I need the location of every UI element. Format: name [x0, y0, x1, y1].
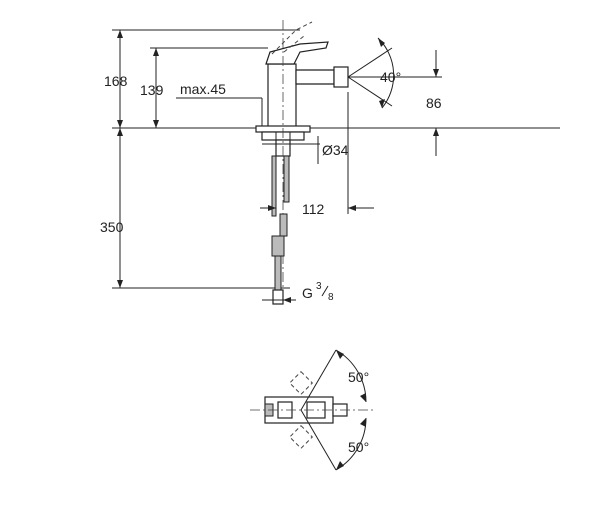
- lever-max-position-2: [283, 35, 305, 53]
- angle-arc: [377, 37, 395, 109]
- arrow: [336, 461, 344, 470]
- dim-86-label: 86: [426, 95, 442, 111]
- arrow: [378, 38, 385, 47]
- thread-num: 3: [316, 281, 322, 292]
- top-view: 50° 50°: [250, 349, 375, 471]
- thread-g: G: [302, 285, 313, 301]
- arrow: [283, 297, 291, 303]
- arrow: [360, 393, 366, 402]
- arrow: [379, 99, 385, 108]
- reach-label: 112: [302, 201, 325, 217]
- lever-pos-bottom: [288, 424, 314, 450]
- faucet-body: [267, 63, 297, 129]
- arrow: [117, 30, 123, 38]
- arrow: [348, 205, 356, 211]
- thread-den: 8: [328, 292, 334, 303]
- dim-350-label: 350: [100, 219, 124, 235]
- angle-50-top: 50°: [348, 369, 369, 385]
- hose-coupler: [271, 235, 285, 257]
- arrow: [336, 350, 344, 359]
- lever-pos-top: [288, 370, 314, 396]
- dia-label: Ø34: [322, 142, 349, 158]
- dim-139-label: 139: [140, 82, 164, 98]
- arrow: [433, 69, 439, 77]
- faucet-lever: [265, 41, 329, 65]
- dim-168-label: 168: [104, 73, 128, 89]
- arrow: [360, 418, 366, 427]
- arrow: [153, 48, 159, 56]
- angle-ray-up: [347, 47, 393, 78]
- max45-label: max.45: [180, 81, 226, 97]
- hose-fitting: [279, 213, 288, 237]
- side-view: 168 139 max.45 350: [100, 20, 560, 305]
- faucet-spout: [295, 69, 335, 85]
- arrow: [117, 120, 123, 128]
- arrow: [433, 128, 439, 136]
- supply-hose-right: [283, 155, 290, 203]
- arrow: [117, 280, 123, 288]
- thread-slash: [321, 285, 329, 297]
- angle-50-bottom: 50°: [348, 439, 369, 455]
- arrow: [153, 120, 159, 128]
- arrow: [268, 205, 276, 211]
- spout-nozzle: [333, 66, 349, 88]
- angle-ray-down: [347, 76, 393, 107]
- hose-end: [274, 255, 282, 291]
- supply-hose-left: [271, 155, 277, 217]
- ray-bottom: [300, 409, 337, 471]
- ray-top: [300, 349, 337, 411]
- thread-fitting: [272, 289, 284, 305]
- lever-max-position: [271, 21, 313, 55]
- arrow: [117, 128, 123, 136]
